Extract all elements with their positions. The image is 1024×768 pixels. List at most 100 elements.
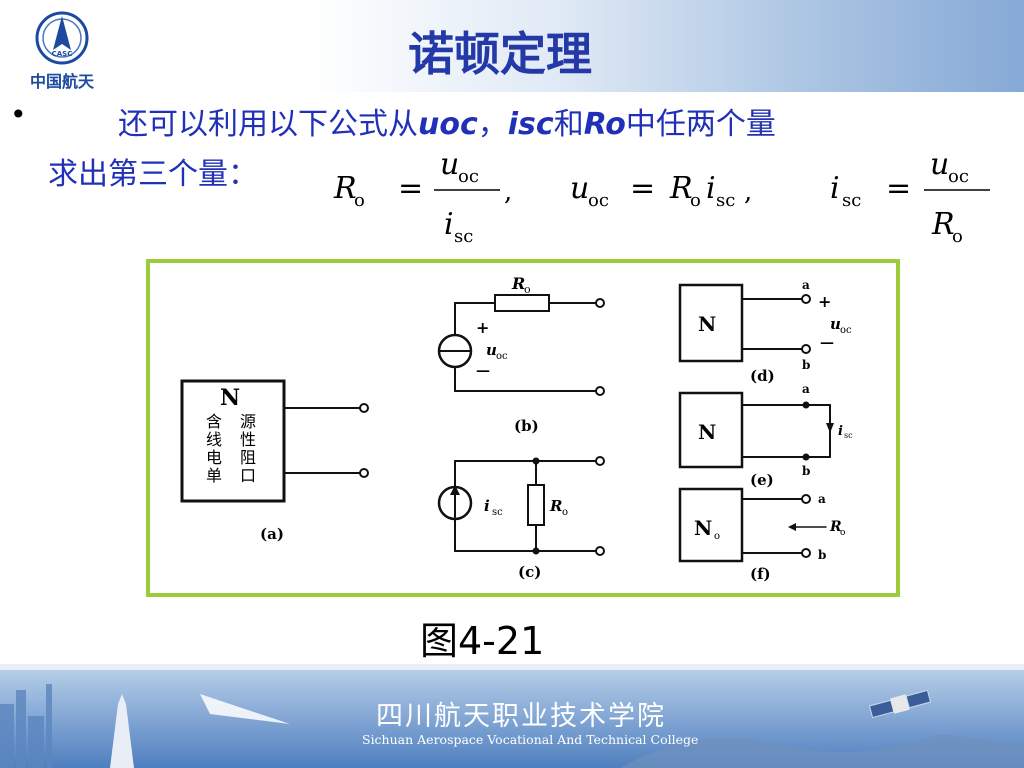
satellite-icon — [868, 689, 932, 719]
b-plus: + — [476, 318, 489, 337]
body-line-1: 还可以利用以下公式从uoc，isc和Ro中任两个量 — [118, 99, 776, 143]
header-banner: CASC 中国航天 诺顿定理 — [0, 0, 1024, 92]
text-isc: isc — [507, 107, 554, 142]
a-char: 阻 — [240, 448, 256, 467]
c-i-label: i — [484, 497, 490, 515]
f1-lhs: R — [333, 171, 357, 206]
label-d: (d) — [750, 367, 775, 385]
network-box-d — [678, 283, 744, 363]
f1-den-sub: sc — [454, 226, 473, 247]
text-post: 中任两个量 — [625, 107, 776, 142]
label-f: (f) — [750, 565, 771, 583]
e-i-sub: sc — [844, 431, 853, 440]
a-char: 含 — [206, 412, 222, 431]
d-minus: — — [820, 335, 834, 351]
f2-eq: = — [630, 171, 655, 206]
rocket-icon — [110, 694, 290, 768]
f-n-label: N — [694, 516, 712, 540]
skyline-icon — [0, 684, 52, 768]
f3-num-sub: oc — [948, 166, 969, 187]
f-r-label: R — [829, 519, 842, 535]
resistor-b — [494, 294, 550, 312]
f2-r-sub: o — [690, 190, 701, 211]
f-terminal-a: a — [818, 492, 826, 506]
b-u-label: u — [486, 341, 497, 359]
f1-num-sub: oc — [458, 166, 479, 187]
figure-caption: 图4-21 — [420, 619, 545, 663]
b-r-sub: o — [524, 283, 531, 296]
circuit-d: N a b + — u oc (d) — [678, 278, 852, 385]
a-char: 性 — [240, 430, 256, 449]
school-name-en: Sichuan Aerospace Vocational And Technic… — [362, 732, 699, 747]
e-i-label: i — [838, 424, 843, 439]
circuit-figure: N 含 线 电 单 源 性 阻 口 (a) R o — [180, 274, 853, 583]
footer-decoration — [0, 684, 1024, 768]
casc-logo: CASC 中国航天 — [22, 8, 102, 91]
body-line-2: 求出第三个量： — [48, 157, 258, 192]
label-e: (e) — [750, 471, 774, 489]
d-n-label: N — [698, 312, 716, 336]
a-char: 电 — [206, 448, 222, 467]
school-name-cn: 四川航天职业技术学院 — [376, 701, 666, 732]
b-u-sub: oc — [496, 351, 508, 362]
circuit-c: i sc R o (c) — [437, 456, 605, 581]
c-i-sub: sc — [492, 507, 503, 518]
d-terminal-b: b — [802, 358, 810, 372]
formula-row: R o = u oc i sc , u oc = R o i sc , i sc… — [333, 148, 990, 247]
bullet: • — [10, 98, 27, 131]
text-pre: 还可以利用以下公式从 — [118, 107, 418, 142]
f2-i-sub: sc — [716, 190, 735, 211]
f1-lhs-sub: o — [354, 190, 365, 211]
footer-top-band — [0, 664, 1024, 670]
a-char: 源 — [240, 412, 256, 431]
network-box-e — [678, 391, 744, 469]
terminal — [359, 468, 369, 478]
f2-i: i — [706, 171, 716, 206]
d-u-sub: oc — [840, 325, 852, 336]
circuit-b: R o + — u oc (b) — [437, 274, 605, 435]
label-b: (b) — [514, 417, 539, 435]
f2-lhs-sub: oc — [588, 190, 609, 211]
f2-sep: , — [744, 177, 752, 207]
f-n-sub: o — [714, 531, 720, 542]
label-c: (c) — [518, 563, 541, 581]
resistor-c — [527, 484, 545, 526]
f2-r: R — [669, 171, 693, 206]
f1-num: u — [440, 148, 459, 182]
circuit-a: N 含 线 电 单 源 性 阻 口 (a) — [180, 379, 369, 543]
figure-frame: N 含 线 电 单 源 性 阻 口 (a) R o — [146, 259, 900, 597]
d-plus: + — [818, 292, 831, 311]
great-wall-icon — [620, 734, 1024, 768]
footer-banner: 四川航天职业技术学院 Sichuan Aerospace Vocational … — [0, 664, 1024, 768]
f3-lhs-sub: sc — [842, 190, 861, 211]
f1-den: i — [444, 207, 454, 242]
a-char: 单 — [206, 466, 222, 485]
circuit-e: N a b i sc (e) — [678, 382, 853, 489]
b-r-label: R — [511, 274, 525, 293]
logo-badge: CASC — [52, 50, 73, 58]
network-box-f — [678, 487, 744, 563]
f1-sep: , — [504, 177, 512, 207]
text-uoc: uoc — [418, 107, 478, 142]
a-char: 线 — [206, 430, 222, 449]
f3-den-sub: o — [952, 226, 963, 247]
f-terminal-b: b — [818, 548, 826, 562]
text-comma: ， — [477, 107, 508, 142]
d-u-label: u — [830, 315, 841, 333]
a-n-label: N — [220, 385, 240, 411]
formula-isc: i sc = u oc R o — [830, 148, 990, 247]
f3-den: R — [931, 207, 955, 242]
f2-lhs: u — [570, 171, 589, 206]
b-minus: — — [476, 363, 490, 379]
label-a: (a) — [260, 525, 284, 543]
text-and: 和 — [553, 107, 584, 142]
formula-ro: R o = u oc i sc , — [333, 148, 512, 247]
terminal — [359, 403, 369, 413]
d-terminal-a: a — [802, 278, 810, 292]
text-ro: Ro — [583, 107, 626, 142]
logo-text: 中国航天 — [29, 72, 94, 91]
e-terminal-b: b — [802, 464, 810, 478]
a-char: 口 — [240, 466, 256, 485]
casc-emblem-icon: CASC — [35, 11, 89, 65]
circuit-f: N o a b R o (f) — [678, 487, 845, 583]
